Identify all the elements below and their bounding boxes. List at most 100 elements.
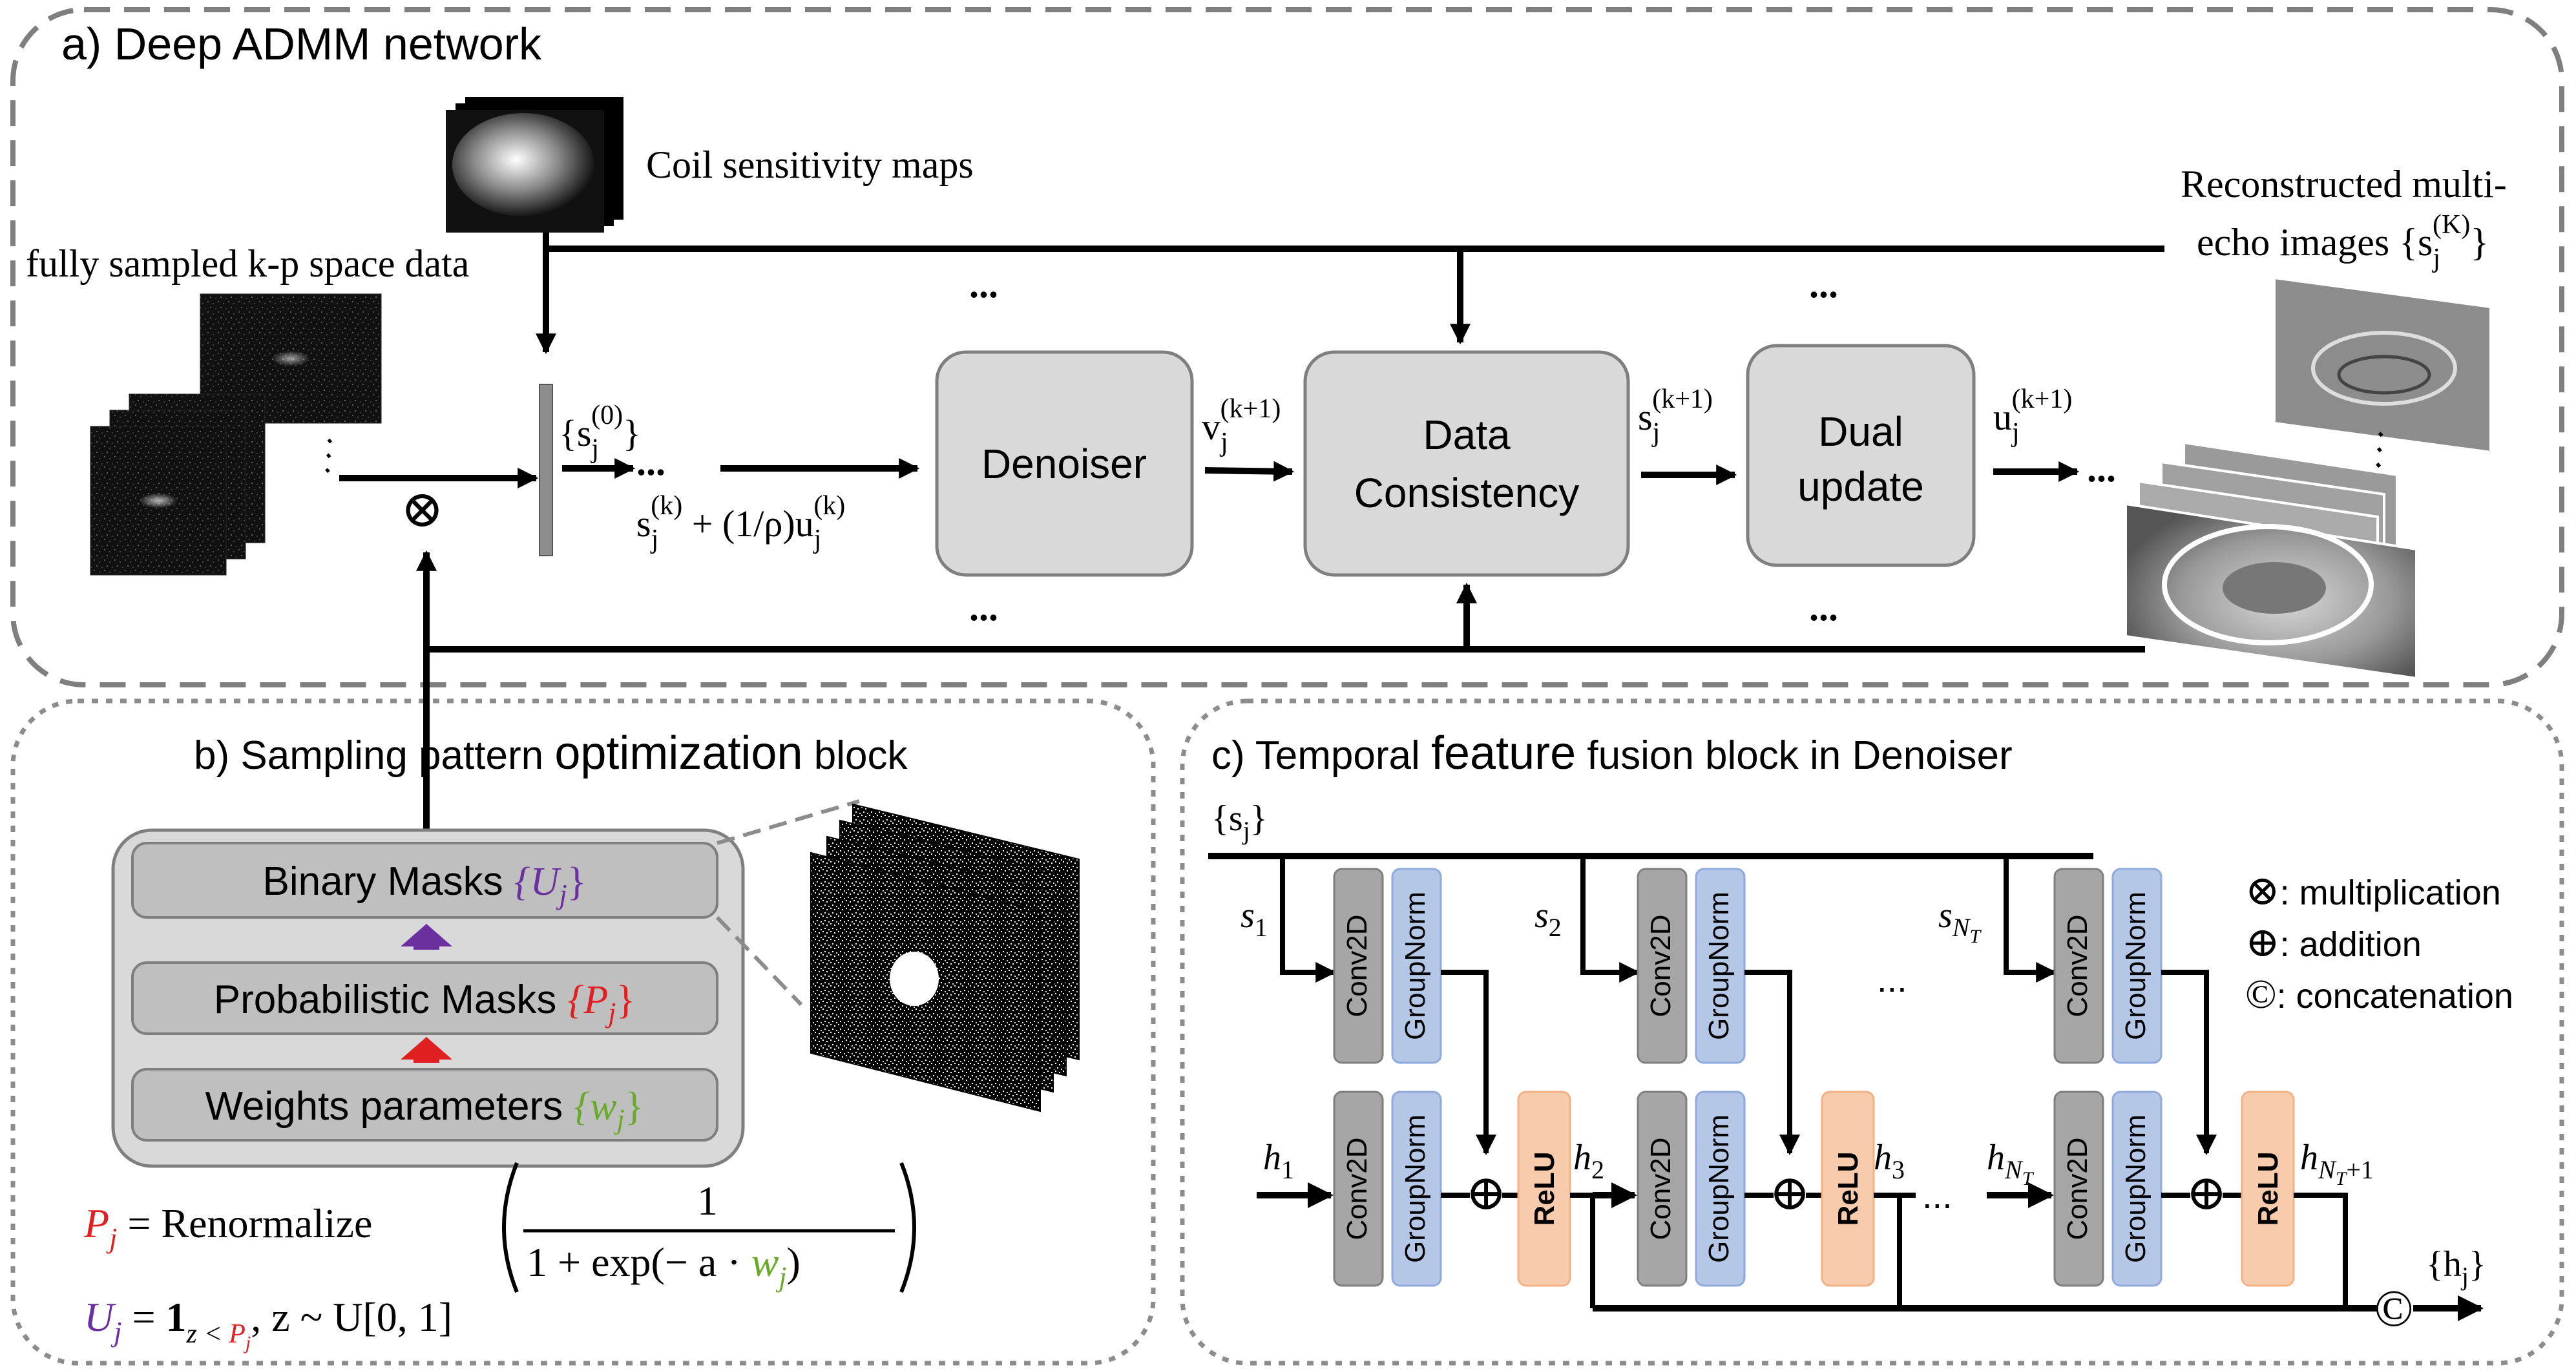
groupnorm-bottom-1	[1391, 1091, 1442, 1287]
ellipsis-1: ...	[636, 441, 665, 483]
relu-2	[1821, 1091, 1875, 1287]
conv2d-bottom-1	[1333, 1091, 1384, 1287]
relu-1	[1517, 1091, 1571, 1287]
svg-text:1: 1	[697, 1178, 718, 1224]
equation-1: Pj = Renormalize 1 1 + exp(− a · wj)	[83, 1162, 916, 1293]
svg-text:{sj(0)}: {sj(0)}	[559, 401, 641, 464]
h3-label: h3	[1874, 1138, 1905, 1184]
relu-1-label: ReLU	[1529, 1152, 1560, 1226]
weights-label: Weights parameters {wj}	[205, 1084, 644, 1135]
add-icon-1: ⊕	[1465, 1166, 1507, 1220]
arrow-denoiser-to-dc	[1204, 461, 1295, 482]
panel-a-title: a) Deep ADMM network	[61, 19, 542, 69]
ellipsis-out: ...	[2087, 447, 2116, 490]
relu-2-label: ReLU	[1832, 1152, 1864, 1226]
panel-c-title: c) Temporal feature fusion block in Deno…	[1211, 727, 2013, 779]
groupnorm-bottom-2-label: GroupNorm	[1703, 1114, 1735, 1263]
s-label: sj(k+1)	[1638, 384, 1713, 448]
coil-sensitivity-image	[446, 97, 623, 233]
relu-NT-out	[2294, 1193, 2348, 1308]
conv2d-bottom-NT	[2053, 1091, 2104, 1287]
conv2d-top-2	[1637, 868, 1688, 1064]
recon-label-2: echo images {sj(K)}	[2197, 210, 2489, 273]
svg-text:Pj = Renormalize: Pj = Renormalize	[83, 1200, 372, 1254]
kspace-stack	[90, 293, 382, 576]
dots-bottom: ...	[1922, 1175, 1953, 1216]
s1-branch	[1280, 856, 1337, 983]
groupnorm-bottom-1-label: GroupNorm	[1399, 1114, 1431, 1263]
relu-2-out	[1874, 1193, 1902, 1308]
conv2d-bottom-1-label: Conv2D	[1341, 1138, 1373, 1240]
panel-a-border	[10, 7, 2564, 687]
groupnorm-bottom-NT-label: GroupNorm	[2120, 1114, 2152, 1263]
s2-label: s2	[1534, 895, 1562, 942]
panel-b-title: b) Sampling pattern optimization block	[194, 727, 908, 779]
zoom-line-bottom	[715, 915, 803, 1007]
groupnorm-top-NT-label: GroupNorm	[2120, 892, 2152, 1040]
sj-set-label: {sj}	[1211, 799, 1268, 845]
dots-top: ...	[1877, 959, 1907, 999]
conv2d-bottom-2	[1637, 1091, 1688, 1287]
groupnorm-bottom-NT	[2111, 1091, 2162, 1287]
dual-label-2: update	[1797, 463, 1924, 510]
legend-add: ⊕: addition	[2245, 919, 2422, 965]
recon-label-1: Reconstructed multi-	[2181, 163, 2507, 205]
relu-NT-label: ReLU	[2252, 1152, 2284, 1226]
gn-top-NT-out	[2161, 970, 2217, 1156]
sNT-branch	[2004, 856, 2057, 983]
zoom-line-top	[717, 799, 860, 845]
groupnorm-top-1-label: GroupNorm	[1399, 892, 1431, 1040]
ellipsis-bottom-1: ...	[969, 586, 998, 629]
multiply-icon: ⊗	[401, 481, 444, 538]
reconstructed-images: ⋰	[2124, 276, 2492, 680]
hj-set-label: {hj}	[2426, 1244, 2486, 1291]
add-icon-2: ⊕	[1769, 1166, 1810, 1220]
denoiser-block	[935, 350, 1194, 577]
equation-2: Uj = 1z < Pj, z ~ U[0, 1]	[84, 1294, 452, 1353]
conv2d-top-NT-label: Conv2D	[2062, 915, 2093, 1018]
hNT1-label: hNT+1	[2300, 1138, 2374, 1189]
dual-label-1: Dual	[1818, 408, 1903, 455]
dc-label-2: Consistency	[1354, 470, 1580, 516]
dual-update-block	[1746, 344, 1976, 567]
relu-NT	[2241, 1091, 2295, 1287]
hNT-label: hNT	[1987, 1138, 2035, 1189]
groupnorm-top-2	[1695, 868, 1746, 1064]
relu-1-out	[1570, 1193, 1595, 1308]
conv2d-bottom-NT-label: Conv2D	[2062, 1138, 2093, 1240]
conv2d-bottom-2-label: Conv2D	[1645, 1138, 1677, 1240]
conv2d-top-1-label: Conv2D	[1341, 915, 1373, 1018]
purple-up-arrow	[401, 924, 452, 950]
binary-masks-box	[131, 842, 718, 919]
gn-top-1-out	[1441, 970, 1496, 1156]
mask-images	[810, 803, 1080, 1113]
conv2d-top-1	[1333, 868, 1384, 1064]
ellipsis-bottom-2: ...	[1809, 586, 1838, 629]
ellipsis-top-1: ...	[969, 263, 998, 306]
panel-b-border	[10, 698, 1156, 1366]
legend-mult: ⊗: multiplication	[2245, 868, 2501, 914]
legend-concat: ©: concatenation	[2245, 971, 2513, 1017]
concat-icon: ©	[2374, 1280, 2414, 1337]
kspace-dots: ⋰	[306, 432, 351, 478]
groupnorm-top-NT	[2111, 868, 2162, 1064]
s0-bar	[539, 384, 553, 556]
s1-label: s1	[1241, 895, 1268, 942]
add-icon-NT: ⊕	[2186, 1166, 2227, 1220]
data-consistency-block	[1303, 350, 1630, 577]
conv2d-top-NT	[2053, 868, 2104, 1064]
binary-masks-label: Binary Masks {Uj}	[263, 859, 587, 910]
denoiser-input-expr: sj(k) + (1/ρ)uj(k)	[636, 491, 845, 554]
sNT-label: sNT	[1938, 895, 1982, 947]
v-label: vj(k+1)	[1202, 394, 1281, 457]
denoiser-label: Denoiser	[981, 441, 1147, 487]
coil-label: Coil sensitivity maps	[646, 143, 974, 186]
conv2d-top-2-label: Conv2D	[1645, 915, 1677, 1018]
ellipsis-top-2: ...	[1809, 263, 1838, 306]
weights-box	[131, 1068, 718, 1142]
svg-text:1 + exp(− a · wj): 1 + exp(− a · wj)	[527, 1239, 801, 1293]
h2-label: h2	[1573, 1138, 1604, 1184]
groupnorm-top-1	[1391, 868, 1442, 1064]
legend: ⊗: multiplication ⊕: addition ©: concate…	[2245, 868, 2513, 1017]
